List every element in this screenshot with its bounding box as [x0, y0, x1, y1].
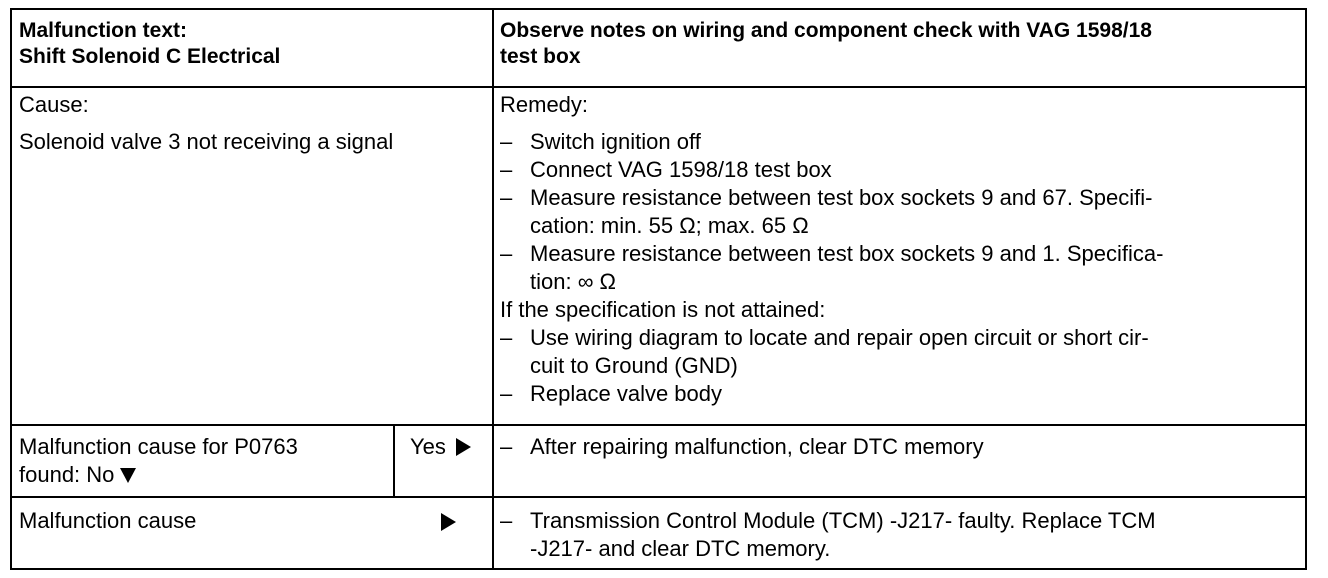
malfunction-cause-cell: Malfunction cause — [19, 507, 439, 535]
row-divider-cause — [10, 424, 1307, 426]
malfunction-cause-label: Malfunction cause — [19, 508, 197, 533]
remedy-step: – Measure resistance between test box so… — [500, 241, 1164, 294]
header-observe-notes: Observe notes on wiring and component ch… — [500, 18, 1300, 70]
arrow-right-icon — [441, 513, 456, 531]
header-malfunction-text: Malfunction text: Shift Solenoid C Elect… — [19, 18, 489, 70]
remedy-step: – Switch ignition off — [500, 129, 701, 154]
remedy-step: – Measure resistance between test box so… — [500, 185, 1153, 238]
cause-cell: Cause: Solenoid valve 3 not receiving a … — [19, 91, 489, 156]
p0763-line2-wrap: found: No — [19, 461, 389, 489]
p0763-remedy-step: – After repairing malfunction, clear DTC… — [500, 434, 984, 459]
remedy-condition: If the specification is not attained: — [500, 297, 826, 322]
remedy-cell: Remedy: – Switch ignition off – Connect … — [500, 91, 1300, 408]
remedy-label: Remedy: — [500, 92, 589, 117]
column-divider — [492, 8, 494, 570]
arrow-right-icon — [456, 438, 472, 456]
row-divider-header — [10, 86, 1307, 88]
header-right-line1: Observe notes on wiring and component ch… — [500, 19, 1152, 42]
header-right-line2: test box — [500, 45, 581, 68]
yes-label: Yes — [410, 434, 446, 459]
remedy-step: – Connect VAG 1598/18 test box — [500, 157, 832, 182]
tcm-remedy-step: – Transmission Control Module (TCM) -J21… — [500, 508, 1156, 561]
cause-label: Cause: — [19, 92, 89, 117]
remedy-step: – Use wiring diagram to locate and repai… — [500, 325, 1149, 378]
remedy-step: – Replace valve body — [500, 381, 723, 406]
p0763-line1: Malfunction cause for P0763 — [19, 434, 298, 459]
header-left-line1: Malfunction text: — [19, 19, 187, 42]
row-divider-p0763 — [10, 496, 1307, 498]
malfunction-cause-found-cell: Malfunction cause for P0763 found: No — [19, 433, 389, 489]
yes-column-divider — [393, 424, 395, 497]
p0763-line2: found: No — [19, 462, 115, 487]
diagnostic-table — [10, 8, 1307, 570]
arrow-down-icon — [120, 468, 137, 483]
tcm-remedy-cell: – Transmission Control Module (TCM) -J21… — [500, 507, 1300, 563]
header-left-line2: Shift Solenoid C Electrical — [19, 45, 281, 68]
cause-text: Solenoid valve 3 not receiving a signal — [19, 129, 394, 154]
p0763-remedy-cell: – After repairing malfunction, clear DTC… — [500, 433, 1300, 461]
yes-cell: Yes — [410, 433, 490, 461]
